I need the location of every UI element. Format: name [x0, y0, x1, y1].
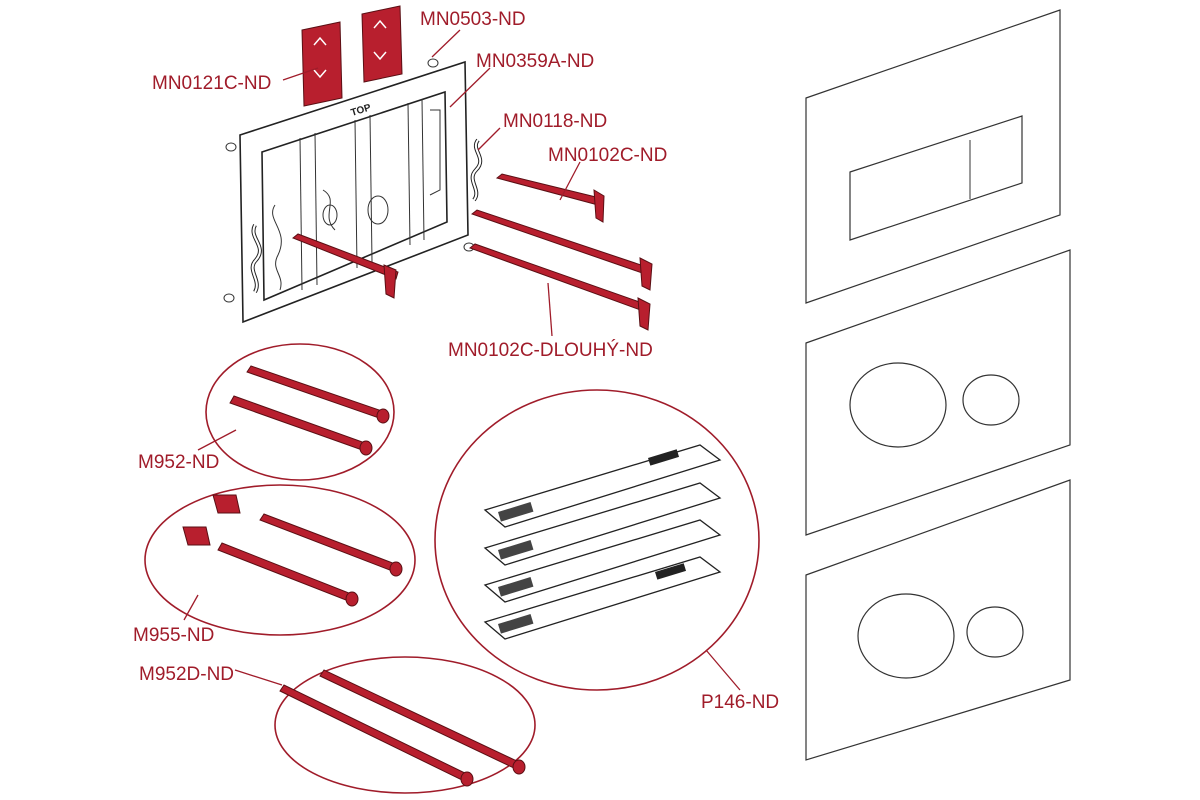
- label-mn0102c: MN0102C-ND: [548, 145, 667, 166]
- pins-m952: [229, 365, 390, 456]
- hook-part: [250, 138, 483, 294]
- group-ellipse-m952d: [274, 656, 536, 794]
- strips-p146: [483, 444, 722, 640]
- flush-plate-round-2: [805, 479, 1071, 761]
- pins-m952d: [279, 669, 526, 787]
- group-ellipse-m952: [205, 343, 395, 481]
- label-mn0118: MN0118-ND: [503, 111, 607, 132]
- label-mn0121c: MN0121C-ND: [152, 73, 271, 94]
- pins-m955: [182, 494, 403, 607]
- clip-mn0121c: [301, 21, 343, 107]
- clip-mn0503: [361, 5, 403, 83]
- label-p146: P146-ND: [701, 692, 779, 713]
- rod-mn0102c: [495, 173, 605, 223]
- label-mn0359a: MN0359A-ND: [476, 51, 594, 72]
- rod-frame-front: [292, 233, 399, 299]
- group-ellipse-m955: [144, 484, 416, 636]
- flush-plate-round-1: [805, 249, 1071, 536]
- label-mn0102c-long: MN0102C-DLOUHÝ-ND: [448, 340, 653, 361]
- label-m955: M955-ND: [133, 625, 214, 646]
- group-ellipse-p146: [434, 389, 760, 691]
- mounting-frame: TOP: [223, 58, 475, 324]
- leader-lines: [183, 29, 741, 691]
- label-m952d: M952D-ND: [139, 664, 234, 685]
- label-m952: M952-ND: [138, 452, 219, 473]
- label-mn0503: MN0503-ND: [420, 9, 526, 30]
- flush-plate-rectangular: [805, 9, 1061, 304]
- rod-mn0102c-long: [468, 209, 653, 331]
